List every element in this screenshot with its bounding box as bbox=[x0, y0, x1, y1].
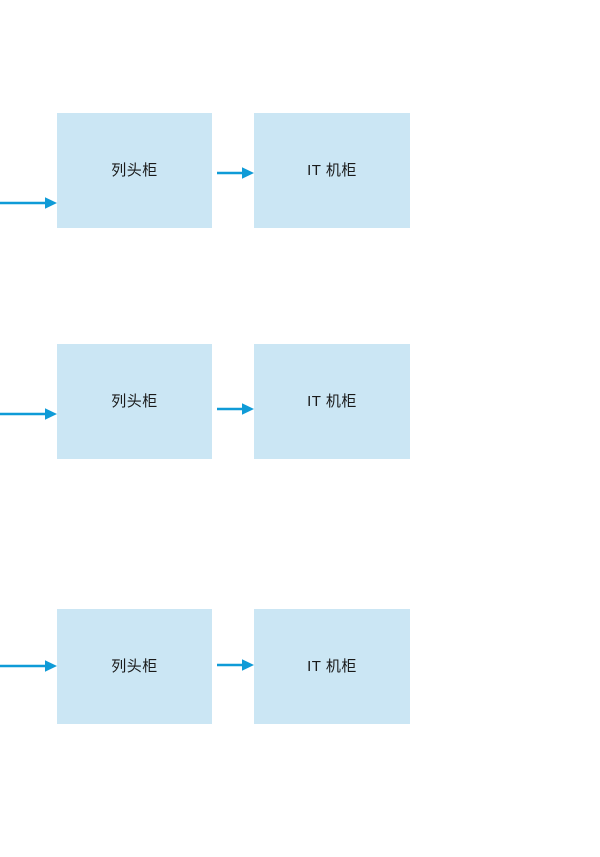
node-row-2-lietougui[interactable]: 列头柜 bbox=[57, 344, 212, 459]
node-label: IT 机柜 bbox=[307, 658, 357, 675]
node-row-2-it-cabinet[interactable]: IT 机柜 bbox=[254, 344, 410, 459]
link-arrow-row-2 bbox=[216, 401, 256, 417]
node-row-3-lietougui[interactable]: 列头柜 bbox=[57, 609, 212, 724]
node-row-1-it-cabinet[interactable]: IT 机柜 bbox=[254, 113, 410, 228]
node-row-1-lietougui[interactable]: 列头柜 bbox=[57, 113, 212, 228]
inbound-arrow-row-3 bbox=[0, 658, 60, 674]
node-row-3-it-cabinet[interactable]: IT 机柜 bbox=[254, 609, 410, 724]
inbound-arrow-row-1 bbox=[0, 195, 60, 211]
node-label: 列头柜 bbox=[111, 393, 158, 410]
inbound-arrow-row-2 bbox=[0, 406, 60, 422]
node-label: IT 机柜 bbox=[307, 162, 357, 179]
node-label: IT 机柜 bbox=[307, 393, 357, 410]
link-arrow-row-3 bbox=[216, 657, 256, 673]
node-label: 列头柜 bbox=[111, 162, 158, 179]
node-label: 列头柜 bbox=[111, 658, 158, 675]
link-arrow-row-1 bbox=[216, 165, 256, 181]
